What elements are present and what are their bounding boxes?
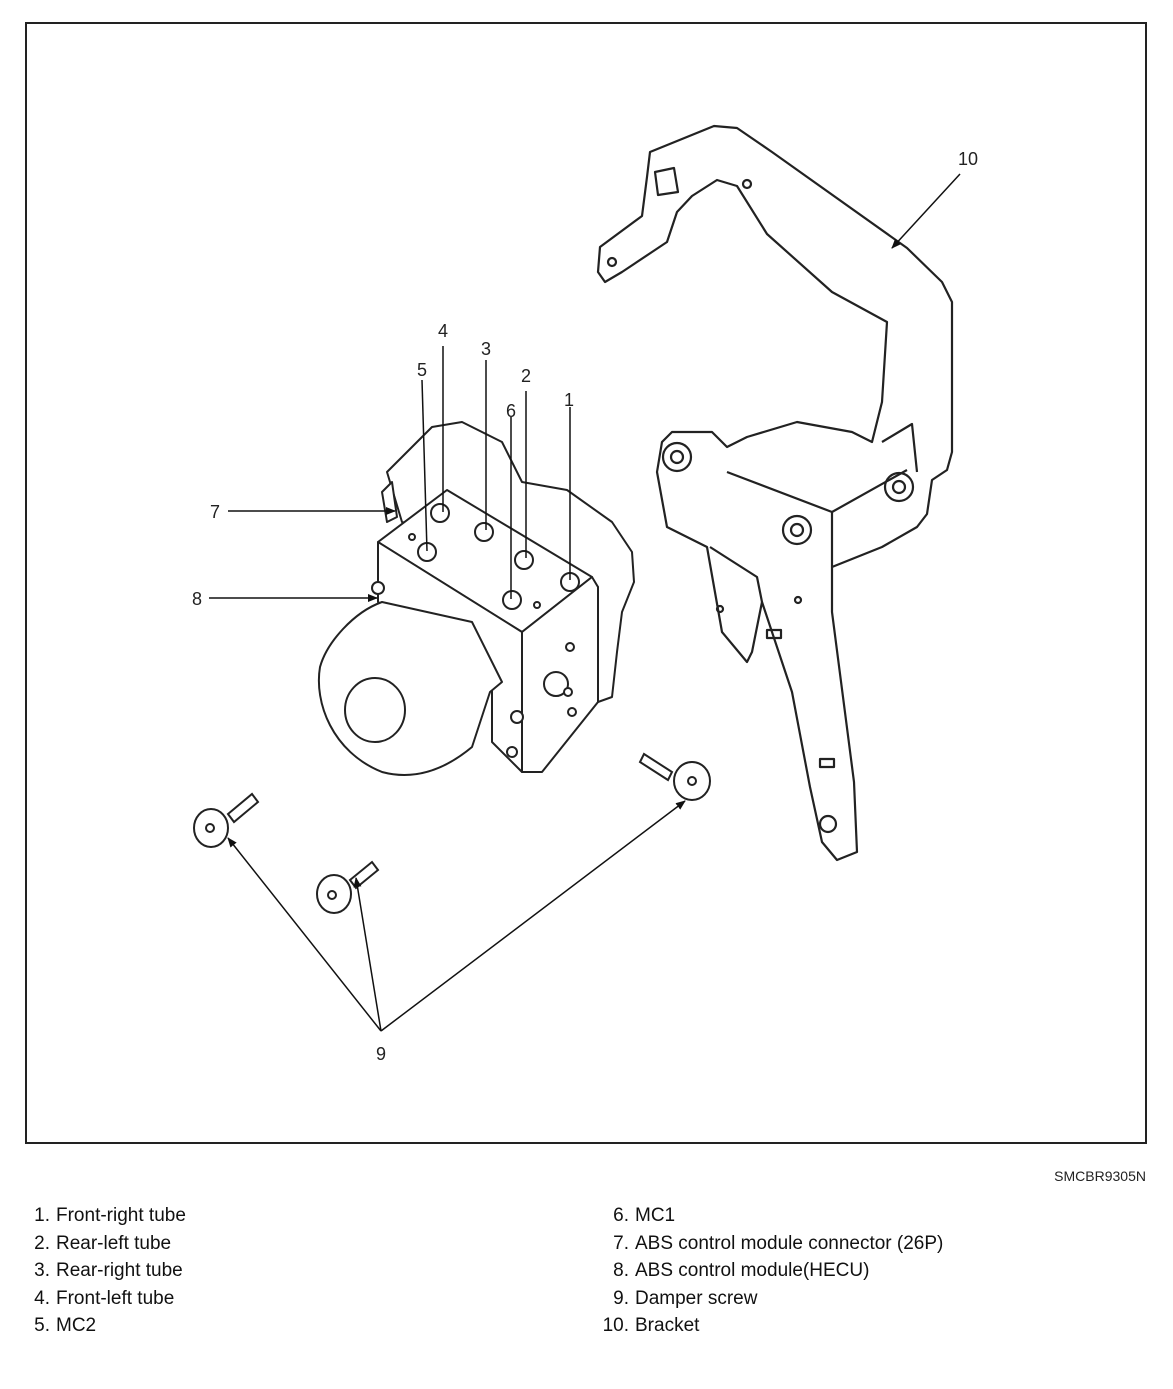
damper-screw-left — [193, 792, 260, 848]
legend-item: 9.Damper screw — [613, 1287, 758, 1309]
legend-item: 10.Bracket — [602, 1315, 700, 1337]
legend-item: 1.Front-right tube — [34, 1205, 186, 1226]
legend-right: 6.MC1 7.ABS control module connector (26… — [598, 1202, 944, 1340]
legend-item: 4.Front-left tube — [34, 1287, 175, 1309]
callout-9: 9 — [376, 1044, 386, 1064]
damper-screw-right — [638, 752, 711, 801]
callout-7: 7 — [210, 502, 220, 522]
legend-item: 5.MC2 — [34, 1315, 97, 1337]
callout-6: 6 — [506, 401, 516, 421]
hecu-drawing — [318, 421, 635, 776]
callout-10: 10 — [958, 149, 978, 169]
figure-code: SMCBR9305N — [1054, 1168, 1146, 1184]
legend-item: 2.Rear-left tube — [34, 1232, 172, 1254]
legend-item: 3.Rear-right tube — [34, 1260, 183, 1282]
callout-5: 5 — [417, 360, 427, 380]
legend-left: 1.Front-right tube 2.Rear-left tube 3.Re… — [30, 1202, 186, 1340]
callout-4: 4 — [438, 321, 448, 341]
callout-3: 3 — [481, 339, 491, 359]
callout-1: 1 — [564, 390, 574, 410]
legend-item: 7.ABS control module connector (26P) — [613, 1232, 944, 1254]
diagram-frame: 1 2 3 4 5 6 7 8 9 10 — [25, 22, 1147, 1144]
callout-2: 2 — [521, 366, 531, 386]
legend-item: 8.ABS control module(HECU) — [613, 1260, 870, 1282]
leader-lines — [209, 173, 961, 1032]
bracket-drawing — [596, 124, 954, 862]
damper-screw-middle — [316, 860, 380, 914]
abs-module-diagram: 1 2 3 4 5 6 7 8 9 10 — [192, 124, 978, 1064]
callout-8: 8 — [192, 589, 202, 609]
legend-item: 6.MC1 — [613, 1205, 676, 1226]
